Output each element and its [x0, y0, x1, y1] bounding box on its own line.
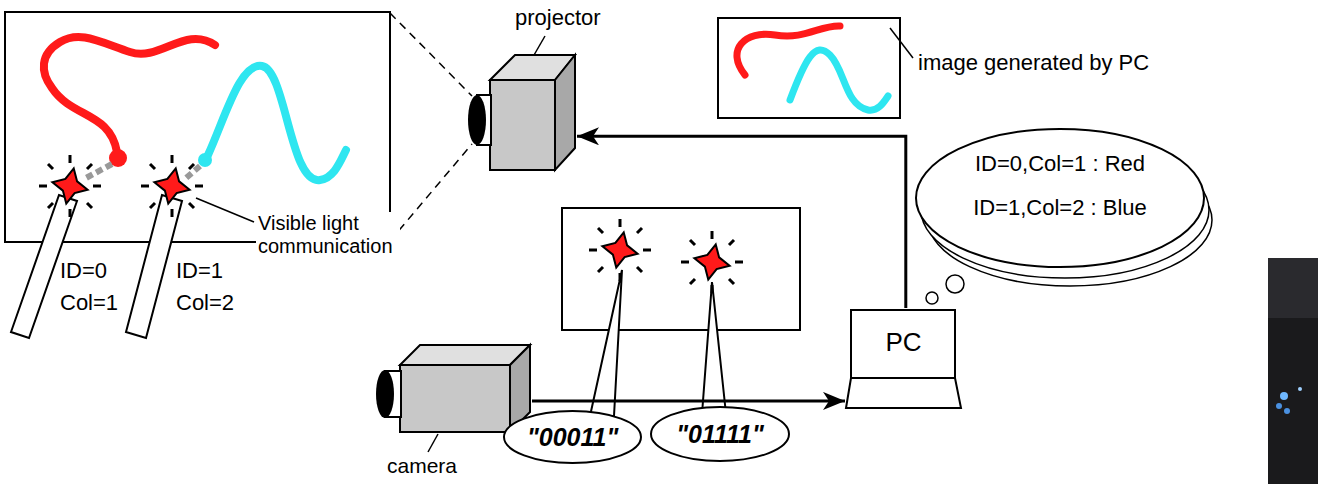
text-holder: "00011"	[503, 410, 642, 464]
cyan-stroke	[790, 50, 888, 110]
led-light	[39, 155, 101, 217]
photo-light	[1284, 408, 1290, 414]
camera-box: camera	[372, 343, 532, 432]
projector-front	[490, 80, 555, 170]
generated-image	[718, 18, 900, 118]
projection-line	[390, 144, 472, 241]
photo-light	[1280, 392, 1288, 400]
camera-frame	[562, 208, 800, 330]
text-holder: PC	[845, 308, 962, 378]
projection-line	[390, 13, 472, 96]
projector-box: projector	[465, 53, 577, 172]
text-holder: ID=0,Col=1 : RedID=1,Col=2 : Blue	[915, 128, 1205, 268]
pen-color: Col=1	[60, 290, 118, 316]
ellipse-outline	[651, 407, 789, 461]
pen-id: ID=0	[60, 258, 107, 284]
cyan-pen-tip	[198, 153, 212, 167]
image-label: image generated by PC	[918, 50, 1149, 76]
arrow-connector	[577, 136, 906, 308]
node-text: "01111"	[676, 419, 764, 449]
photo-light	[1298, 387, 1302, 391]
node-outline	[845, 308, 962, 410]
pen-id: ID=1	[176, 258, 223, 284]
ellipse-outline	[504, 411, 641, 463]
code-callout: "01111"	[650, 406, 790, 462]
camera-top	[400, 345, 530, 365]
red-stroke	[44, 37, 215, 152]
callout-tail	[702, 282, 726, 414]
bubble-tail	[926, 292, 938, 304]
photo-light	[1276, 403, 1282, 409]
ellipse-outline	[916, 129, 1204, 267]
text-holder: camera	[387, 453, 457, 478]
node-text: "00011"	[527, 422, 618, 452]
photo-fragment	[1268, 258, 1318, 484]
photo-fragment	[1268, 258, 1318, 318]
text-holder: "01111"	[650, 406, 790, 462]
leader-line	[890, 28, 913, 58]
camera-lens	[376, 370, 394, 418]
vlc-label: Visible light communication	[256, 212, 400, 258]
cyan-stroke	[208, 66, 346, 180]
bubble-tail	[946, 275, 964, 293]
leader-line	[428, 434, 438, 452]
camera-front	[400, 365, 510, 432]
node-text: camera	[387, 453, 457, 478]
laptop-base	[846, 378, 961, 408]
pc-laptop: PC	[845, 308, 962, 410]
laptop-screen	[851, 310, 955, 378]
projector-lens	[468, 95, 486, 145]
node-text: ID=1,Col=2 : Blue	[973, 195, 1147, 221]
node-outline	[372, 343, 532, 432]
led-light	[589, 219, 651, 281]
led-light	[141, 155, 203, 217]
leader-line	[196, 198, 254, 222]
code-callout: "00011"	[503, 410, 642, 464]
pen-color: Col=2	[176, 290, 234, 316]
text-holder: projector	[515, 5, 601, 31]
thought-bubble: ID=0,Col=1 : RedID=1,Col=2 : Blue	[915, 128, 1205, 268]
node-text: ID=0,Col=1 : Red	[975, 151, 1145, 177]
node-outline	[465, 53, 577, 172]
light-pen	[126, 195, 182, 338]
projector-side	[555, 55, 575, 170]
arrow-connector	[532, 399, 845, 402]
callout-tail	[590, 270, 622, 416]
node-text: PC	[885, 327, 921, 358]
node-text: projector	[515, 5, 601, 31]
